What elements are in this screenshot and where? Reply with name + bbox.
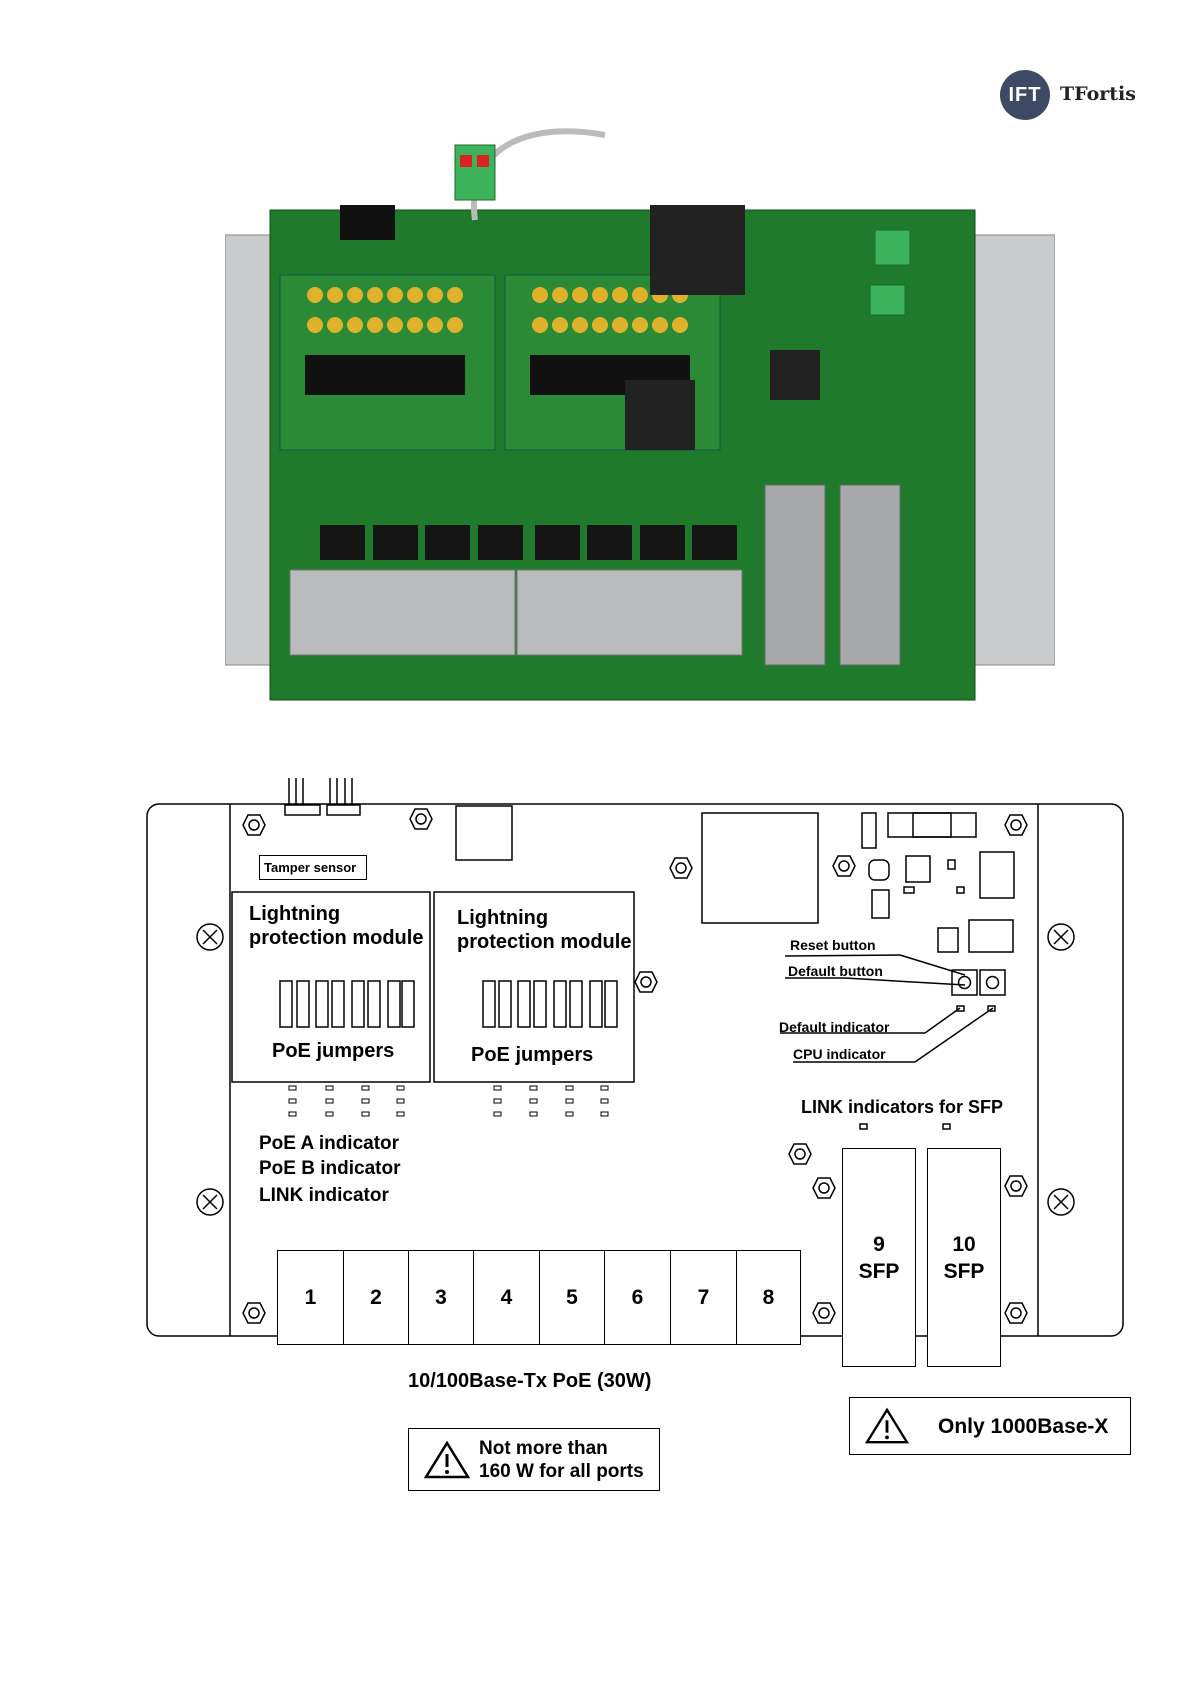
board-photo <box>225 128 1055 701</box>
module-left-title-line1: Lightning <box>249 903 341 925</box>
power-warning-box: Not more than 160 W for all ports <box>408 1428 660 1491</box>
link-indicator-label: LINK indicator <box>259 1185 389 1206</box>
ethernet-port-8: 8 <box>736 1250 801 1345</box>
module-right-jumpers-label: PoE jumpers <box>471 1044 594 1066</box>
ethernet-port-2: 2 <box>343 1250 409 1345</box>
sfp-port-10: 10 SFP <box>927 1148 1001 1367</box>
port-number: 2 <box>370 1285 382 1309</box>
sfp-number: 9 <box>873 1232 885 1256</box>
poe-a-indicator-label: PoE A indicator <box>259 1133 400 1154</box>
sfp-number: 10 <box>952 1232 976 1256</box>
tamper-sensor-label: Tamper sensor <box>264 860 357 875</box>
port-number: 8 <box>762 1285 775 1309</box>
brand-name: TFortis <box>1060 83 1136 105</box>
default-button-label: Default button <box>788 963 883 979</box>
sfp-warning-box: Only 1000Base-X <box>849 1397 1131 1455</box>
warning-triangle-icon <box>423 1440 471 1478</box>
ethernet-port-5: 5 <box>539 1250 605 1345</box>
module-right-title-line2: protection module <box>457 931 632 953</box>
poe-b-indicator-label: PoE B indicator <box>259 1158 401 1179</box>
tamper-sensor-box: Tamper sensor <box>259 855 367 880</box>
port-number: 1 <box>304 1285 317 1309</box>
tfortis-logo-icon: IFT <box>1000 70 1050 120</box>
sfp-label: SFP <box>858 1259 900 1283</box>
power-warning-line1: Not more than <box>479 1437 608 1459</box>
ethernet-port-1: 1 <box>277 1250 344 1345</box>
port-number: 5 <box>566 1285 578 1309</box>
ethernet-port-4: 4 <box>473 1250 540 1345</box>
power-warning-line2: 160 W for all ports <box>479 1460 644 1482</box>
module-left-title-line2: protection module <box>249 927 424 949</box>
sfp-link-indicators-label: LINK indicators for SFP <box>801 1097 1004 1117</box>
port-number: 3 <box>435 1285 447 1309</box>
ethernet-port-6: 6 <box>604 1250 671 1345</box>
port-number: 7 <box>697 1285 710 1309</box>
port-number: 6 <box>631 1285 644 1309</box>
sfp-warning-text: Only 1000Base-X <box>938 1414 1109 1438</box>
sfp-port-9: 9 SFP <box>842 1148 916 1367</box>
reset-button-label: Reset button <box>790 937 876 953</box>
module-right-title-line1: Lightning <box>457 907 549 929</box>
ports-caption: 10/100Base-Tx PoE (30W) <box>408 1370 652 1392</box>
default-indicator-label: Default indicator <box>779 1019 890 1035</box>
ethernet-port-3: 3 <box>408 1250 474 1345</box>
cpu-indicator-label: CPU indicator <box>793 1046 886 1062</box>
warning-triangle-icon <box>864 1407 910 1444</box>
module-left-jumpers-label: PoE jumpers <box>272 1040 395 1062</box>
sfp-label: SFP <box>943 1259 985 1283</box>
brand-logo: IFT TFortis <box>1000 70 1150 120</box>
port-number: 4 <box>500 1285 513 1309</box>
ethernet-port-7: 7 <box>670 1250 737 1345</box>
